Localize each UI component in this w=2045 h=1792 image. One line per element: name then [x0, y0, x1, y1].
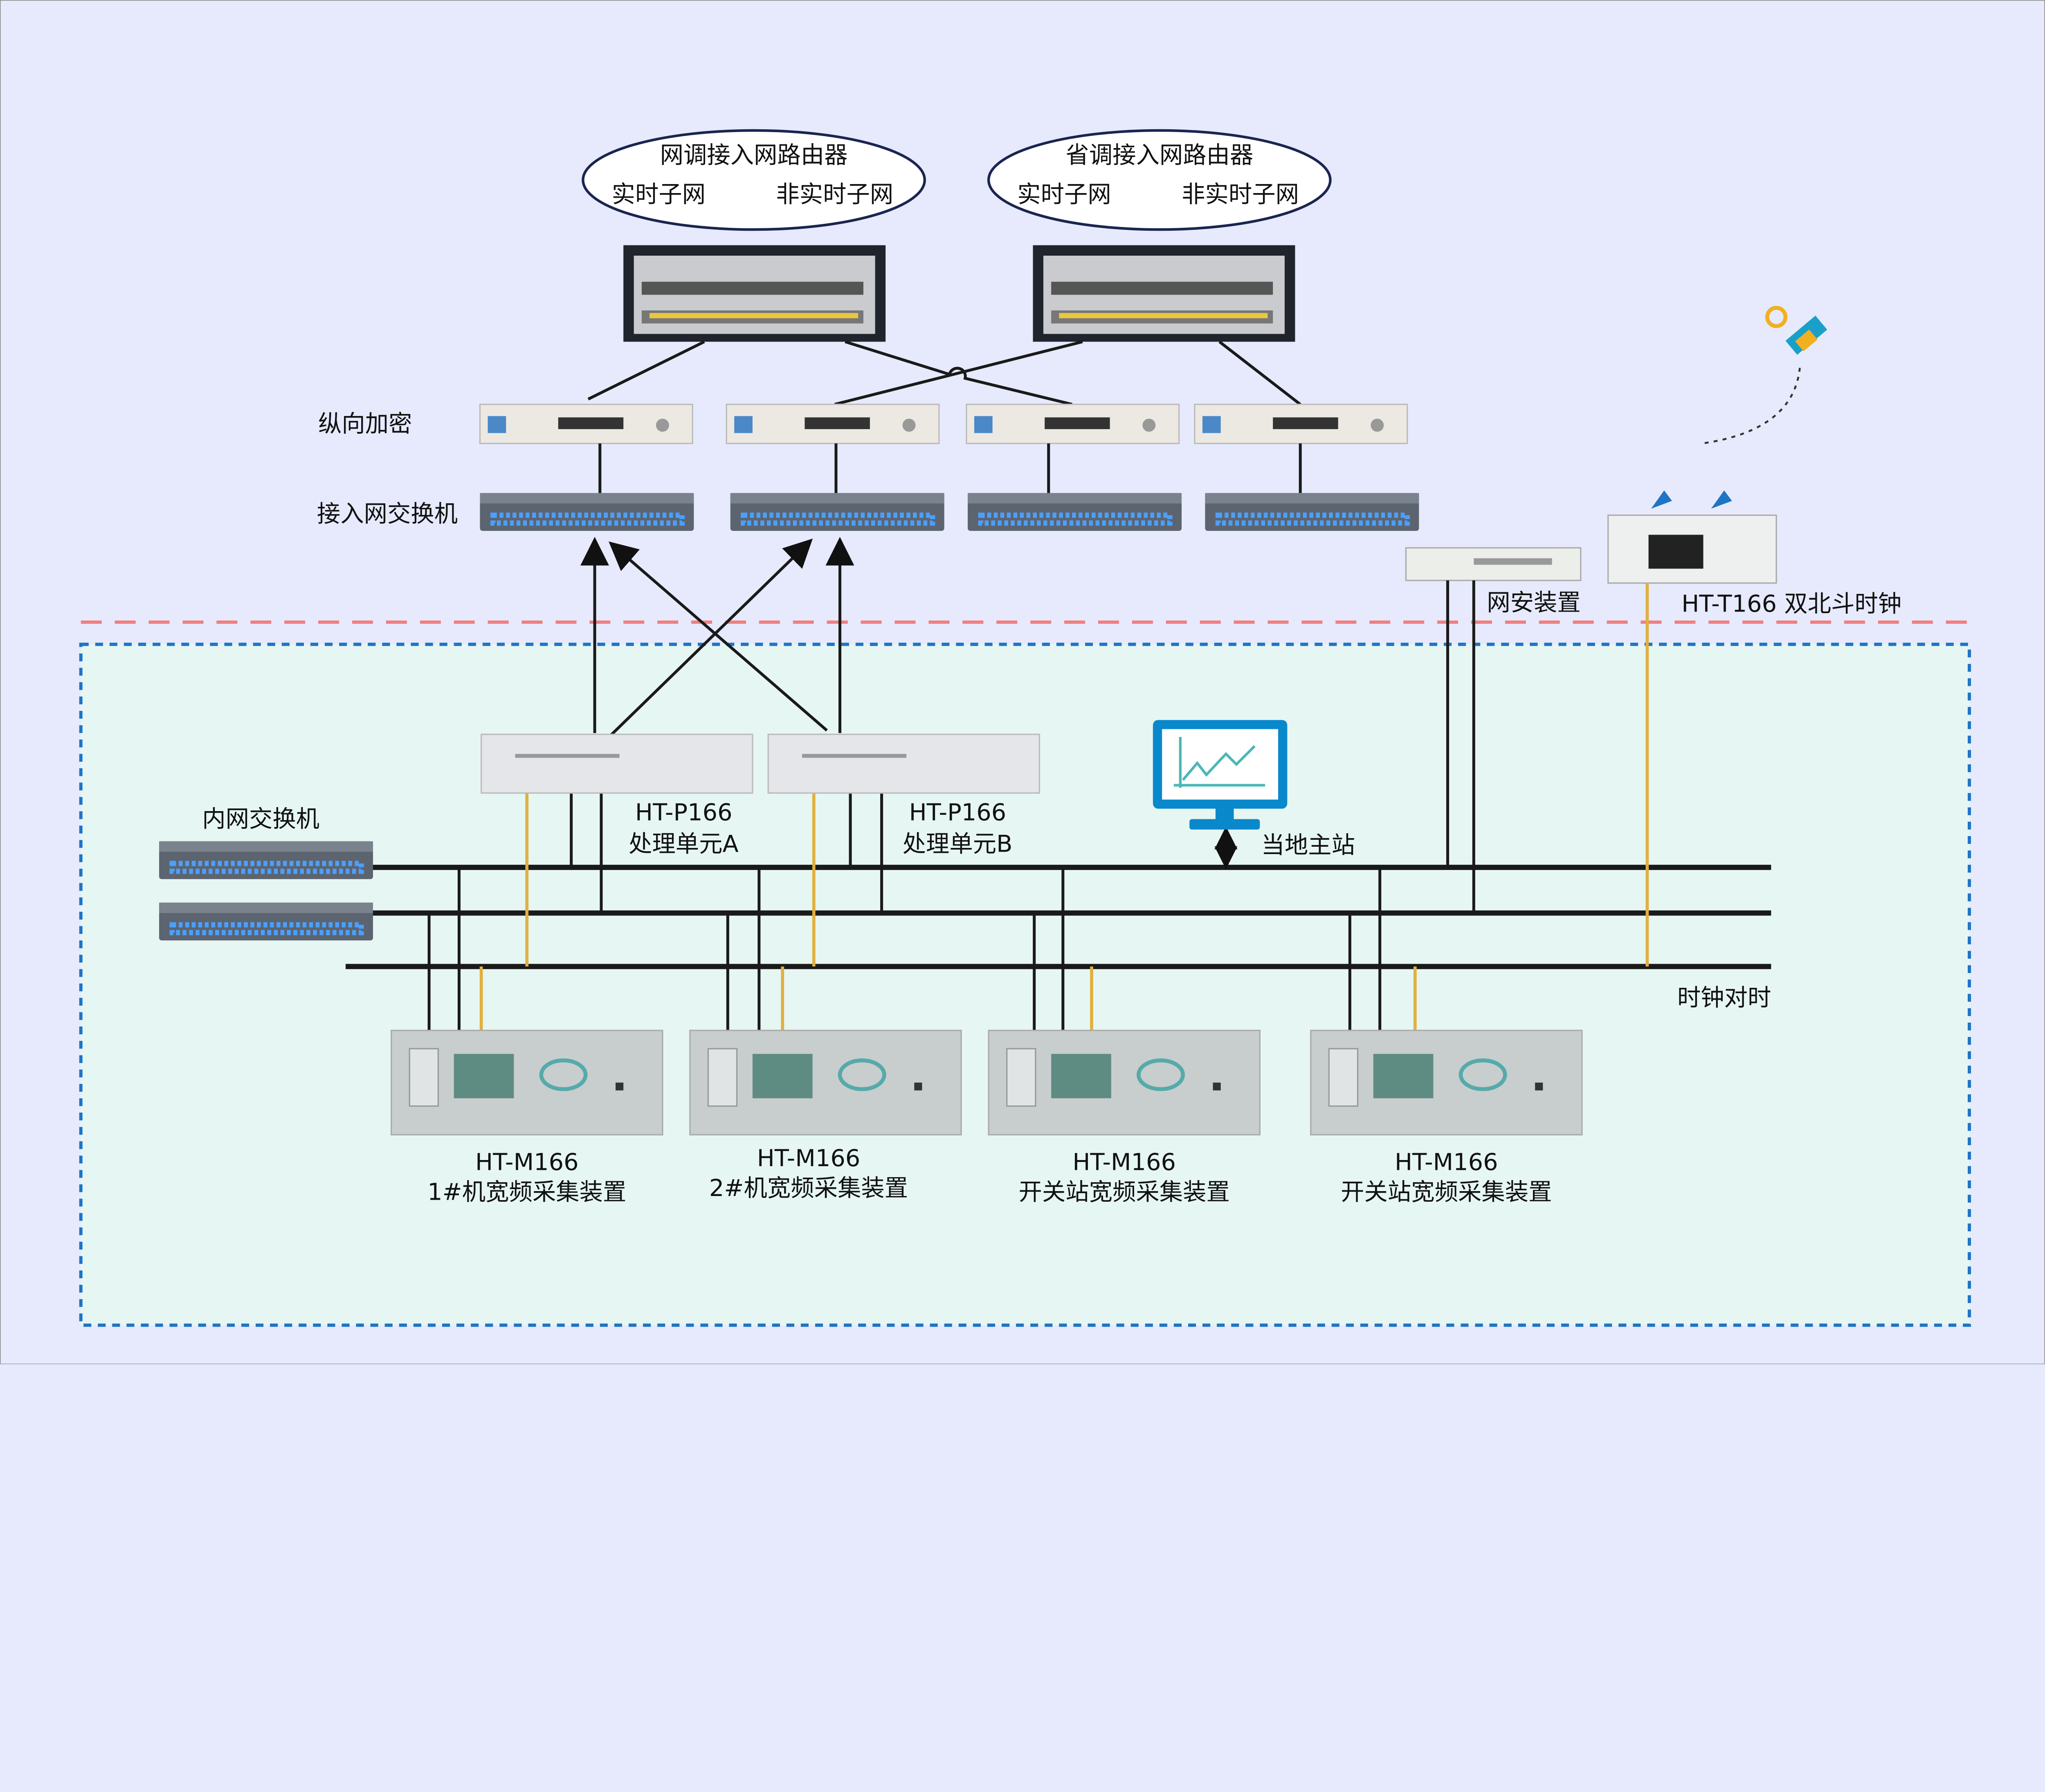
router-links — [587, 340, 1301, 406]
satellite-icon — [1702, 306, 1827, 445]
net-security-label: 网安装置 — [1487, 589, 1581, 616]
processor-a-device — [481, 733, 753, 794]
clock-label: HT-T166 双北斗时钟 — [1681, 590, 1901, 618]
encryption-device-3 — [966, 403, 1180, 444]
net-security-device — [1405, 547, 1582, 581]
unit-model: HT-M166 — [757, 1144, 861, 1172]
realtime-subnet-label: 实时子网 — [1017, 180, 1111, 208]
router-bubble-province: 省调接入网路由器 实时子网 非实时子网 — [987, 129, 1332, 231]
time-sync-label: 时钟对时 — [1677, 984, 1771, 1012]
realtime-subnet-label: 实时子网 — [612, 180, 706, 208]
access-switch-label: 接入网交换机 — [317, 500, 458, 528]
nonrealtime-subnet-label: 非实时子网 — [776, 180, 893, 208]
monitor-icon — [1153, 720, 1288, 830]
unit-name: 1#机宽频采集装置 — [427, 1178, 626, 1206]
access-switch-4 — [1205, 493, 1419, 531]
unit-name: 2#机宽频采集装置 — [709, 1174, 908, 1202]
router-device-province — [1033, 245, 1295, 342]
router-bubble-grid: 网调接入网路由器 实时子网 非实时子网 — [582, 129, 926, 231]
encryption-label: 纵向加密 — [318, 410, 412, 437]
encryption-device-1 — [479, 403, 693, 444]
nonrealtime-subnet-label: 非实时子网 — [1182, 180, 1299, 208]
inner-switch-label: 内网交换机 — [202, 805, 319, 833]
collector-unit-2 — [690, 1030, 961, 1135]
unit-model: HT-M166 — [1395, 1148, 1498, 1176]
collector-unit-3 — [989, 1030, 1260, 1135]
inner-switch-1 — [159, 841, 373, 879]
collector-unit-4 — [1311, 1030, 1582, 1135]
beidou-clock-device — [1607, 490, 1777, 584]
processor-a-name: 处理单元A — [629, 830, 739, 857]
unit-name: 开关站宽频采集装置 — [1341, 1178, 1552, 1206]
access-switch-3 — [968, 493, 1182, 531]
unit-model: HT-M166 — [1072, 1148, 1176, 1176]
processor-a-model: HT-P166 — [635, 799, 733, 826]
collector-unit-1 — [391, 1030, 663, 1135]
encryption-device-4 — [1194, 403, 1408, 444]
access-switch-2 — [730, 493, 944, 531]
processor-b-name: 处理单元B — [903, 830, 1013, 857]
router-title: 网调接入网路由器 — [660, 142, 848, 169]
router-title: 省调接入网路由器 — [1065, 142, 1253, 169]
router-device-grid — [623, 245, 886, 342]
processor-b-model: HT-P166 — [909, 799, 1007, 826]
unit-model: HT-M166 — [475, 1148, 579, 1176]
encryption-device-2 — [726, 403, 940, 444]
drop-wires — [427, 580, 1649, 1031]
inner-switch-2 — [159, 903, 373, 940]
uplink-arrows — [580, 537, 854, 737]
access-switch-1 — [480, 493, 694, 531]
processor-b-device — [767, 733, 1040, 794]
antenna-icon — [1651, 490, 1732, 509]
unit-name: 开关站宽频采集装置 — [1019, 1178, 1230, 1206]
encryption-to-switch-links — [598, 443, 1302, 493]
local-master-label: 当地主站 — [1261, 831, 1355, 859]
network-bus-lines — [346, 865, 1771, 969]
network-diagram: 网调接入网路由器 实时子网 非实时子网 省调接入网路由器 实时子网 非实时子网 … — [0, 0, 2045, 1365]
